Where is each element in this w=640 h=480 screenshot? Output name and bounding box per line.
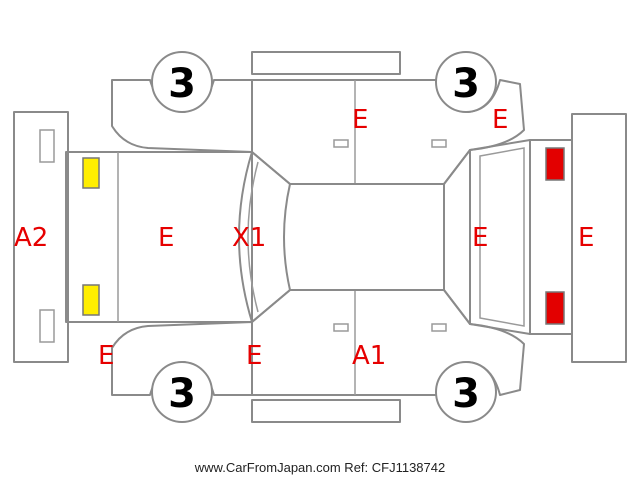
mark-right-rear-fender: E — [492, 105, 508, 135]
mark-hood: E — [158, 223, 174, 253]
mark-right-door: E — [352, 105, 368, 135]
tire-rear-left: 3 — [435, 51, 497, 113]
cabin — [238, 149, 471, 325]
mark-windshield: X1 — [232, 223, 266, 253]
left-rocker — [251, 51, 401, 75]
tailgate — [469, 139, 573, 335]
mark-front-left-corner: E — [98, 341, 114, 371]
mark-left-front-door: E — [246, 341, 262, 371]
rear-light-lower — [545, 291, 565, 325]
front-bumper — [13, 111, 69, 363]
mark-left-rear-door: A1 — [352, 341, 386, 371]
footer-reference: www.CarFromJapan.com Ref: CFJ1138742 — [194, 460, 445, 475]
right-rocker — [251, 399, 401, 423]
tire-front-right: 3 — [151, 361, 213, 423]
tire-front-left: 3 — [151, 51, 213, 113]
tire-rear-right: 3 — [435, 361, 497, 423]
tire-front-right-value: 3 — [168, 371, 196, 417]
mark-tailgate: E — [472, 223, 488, 253]
tire-rear-left-value: 3 — [452, 61, 480, 107]
rear-light-upper — [545, 147, 565, 181]
mark-front-bumper: A2 — [14, 223, 48, 253]
tire-rear-right-value: 3 — [452, 371, 480, 417]
front-light-lower — [82, 284, 100, 316]
front-light-upper — [82, 157, 100, 189]
tire-front-left-value: 3 — [168, 61, 196, 107]
mark-rear-bumper: E — [578, 223, 594, 253]
